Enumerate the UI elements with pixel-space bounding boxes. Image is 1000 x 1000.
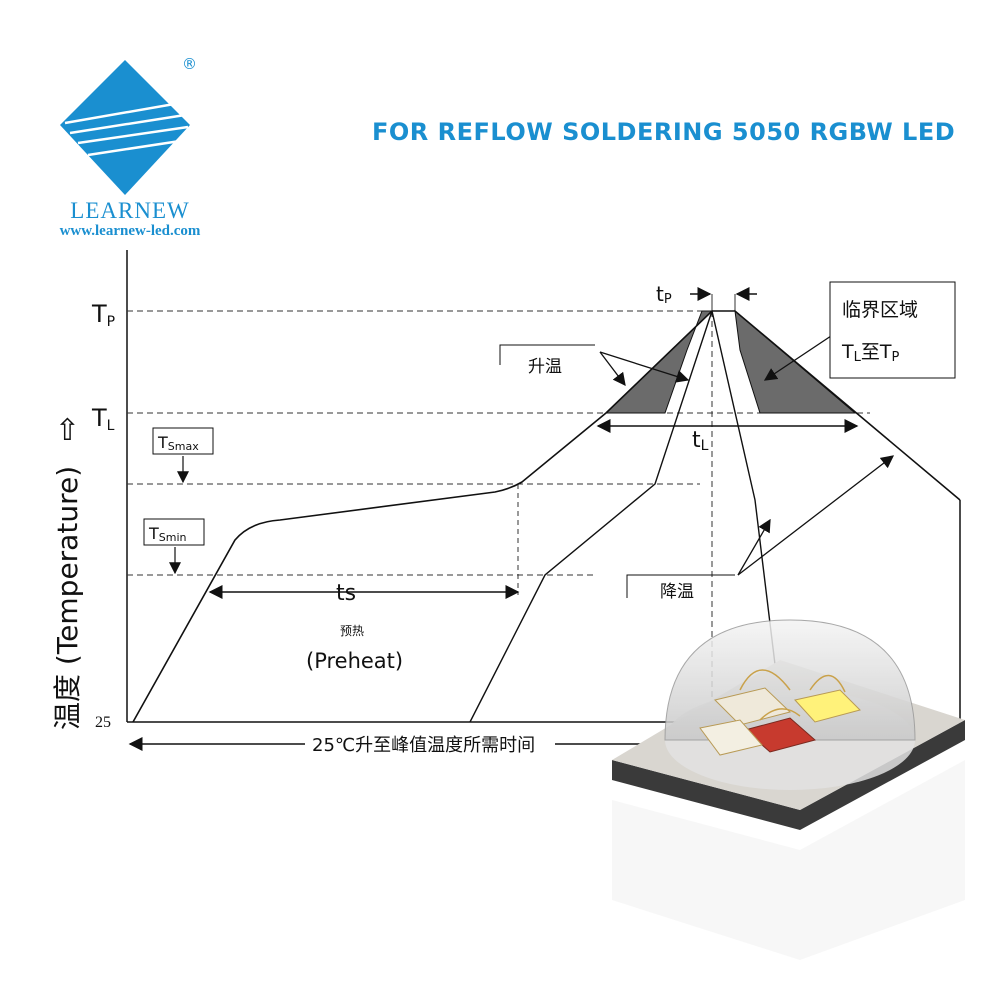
- led-chip-white-2: [699, 719, 763, 756]
- ramp-up-arrow-2: [599, 351, 626, 387]
- time-to-peak-label: 25℃升至峰值温度所需时间: [312, 735, 535, 756]
- tsmax-label: TSmax: [157, 433, 199, 453]
- ramp-down-label: 降温: [660, 582, 694, 602]
- tl-time-label: tL: [692, 428, 709, 454]
- ramp-down-arrow-2: [737, 518, 771, 576]
- led-substrate-side: [612, 720, 965, 830]
- tsmin-box: [143, 518, 205, 546]
- led-chip-yellow: [794, 689, 861, 723]
- led-product-image: [612, 619, 965, 830]
- critical-zone-line1: 临界区域: [842, 299, 918, 321]
- registered-mark: ®: [182, 55, 197, 73]
- ramp-down-arrow-1: [737, 455, 895, 576]
- diamond-logo-icon: [60, 60, 190, 195]
- brand-name: LEARNEW: [70, 198, 190, 223]
- ramp-up-label: 升温: [528, 357, 562, 377]
- page-title: FOR REFLOW SOLDERING 5050 RGBW LED: [372, 118, 956, 146]
- tsmin-label: TSmin: [148, 524, 187, 544]
- brand-logo: ® LEARNEW www.learnew-led.com: [30, 55, 230, 245]
- tp-label: TP: [91, 300, 115, 330]
- led-bond-wires: [739, 669, 846, 721]
- tl-label: TL: [91, 404, 115, 434]
- preheat-cn-label: 预热: [340, 624, 364, 638]
- critical-zone-arrow: [763, 329, 841, 381]
- ramp-up-arrow-1: [599, 351, 690, 383]
- preheat-en-label: (Preheat): [306, 649, 403, 673]
- time-to-peak-label-bg: [305, 730, 555, 756]
- profile-curve-outer: [132, 310, 961, 723]
- led-chip-white-1: [714, 687, 791, 726]
- ts-label: ts: [336, 581, 356, 606]
- base-temp-label: 25: [95, 714, 111, 731]
- ramp-up-bracket: [499, 344, 595, 365]
- ramp-down-bracket: [626, 574, 735, 598]
- tsmax-box: [152, 427, 214, 455]
- led-reflection: [612, 760, 965, 960]
- brand-url: www.learnew-led.com: [59, 223, 201, 239]
- critical-zone-line2: TL至TP: [841, 341, 899, 365]
- tp-time-label: tP: [656, 282, 672, 307]
- critical-zone-box: [829, 281, 956, 379]
